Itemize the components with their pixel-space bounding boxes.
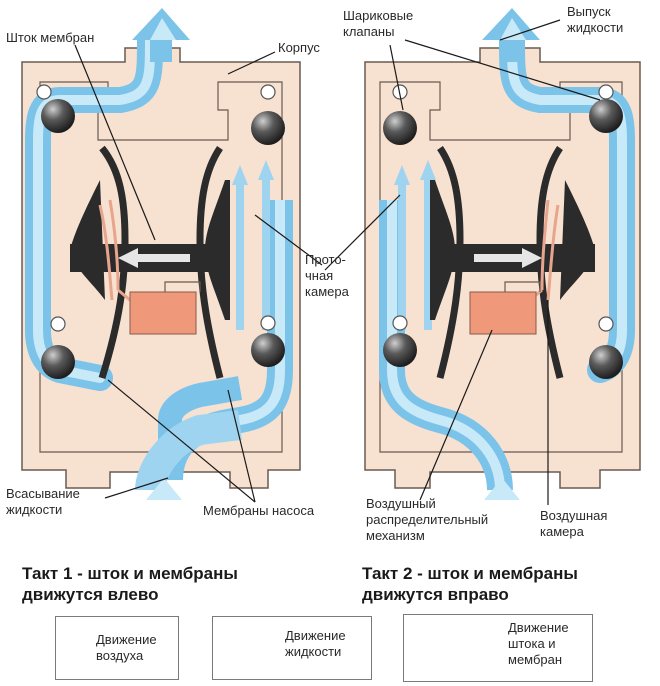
- air-chamber-right: [196, 146, 224, 379]
- label-body: Корпус: [278, 40, 320, 55]
- ball-valve: [251, 333, 285, 367]
- ball-valve: [383, 333, 417, 367]
- flow-arrow-1: [394, 165, 410, 330]
- air-distributor: [469, 291, 537, 335]
- pump-stroke-1: [21, 8, 301, 500]
- caption-stroke-1: Такт 1 - шток и мембраны движутся влево: [22, 564, 238, 604]
- label-rod: Шток мембран: [6, 30, 95, 45]
- caption-stroke-2: Такт 2 - шток и мембраны движутся вправо: [362, 564, 578, 604]
- legend-liquid: [212, 616, 372, 680]
- ball-valve: [589, 99, 623, 133]
- label-suction: Всасывание жидкости: [6, 486, 80, 517]
- leader-lines: [74, 19, 601, 505]
- legend-air: [55, 616, 179, 680]
- ball-valve: [589, 345, 623, 379]
- pump-stroke-2: [364, 8, 641, 500]
- air-chamber-right: [536, 146, 564, 379]
- label-outlet: Выпуск жидкости: [567, 4, 624, 35]
- rod-arrow-left: [118, 248, 190, 268]
- legend-air-text: Движение воздуха: [96, 632, 157, 663]
- label-flow-chamber: Прото- чная камера: [305, 252, 349, 299]
- label-pump-membranes: Мембраны насоса: [203, 503, 315, 518]
- legend-liquid-text: Движение жидкости: [285, 628, 346, 659]
- air-chamber-left: [98, 145, 129, 380]
- air-distributor: [129, 291, 197, 335]
- ball-valve: [251, 111, 285, 145]
- air-chamber-left: [436, 146, 464, 379]
- label-air-distributor: Воздушный распределительный механизм: [366, 496, 489, 543]
- flow-arrow-2: [258, 160, 274, 330]
- rod-arrow-right: [474, 248, 542, 268]
- label-ball-valves: Шариковые клапаны: [343, 8, 414, 39]
- legend-rod-text: Движение штока и мембран: [508, 620, 569, 667]
- ball-valve: [41, 99, 75, 133]
- legend-rod: [403, 614, 593, 682]
- flow-arrow-1: [232, 165, 248, 330]
- ball-valve: [41, 345, 75, 379]
- inlet-pipe: [135, 410, 242, 492]
- label-air-chamber: Воздушная камера: [540, 508, 608, 539]
- ball-valve: [383, 111, 417, 145]
